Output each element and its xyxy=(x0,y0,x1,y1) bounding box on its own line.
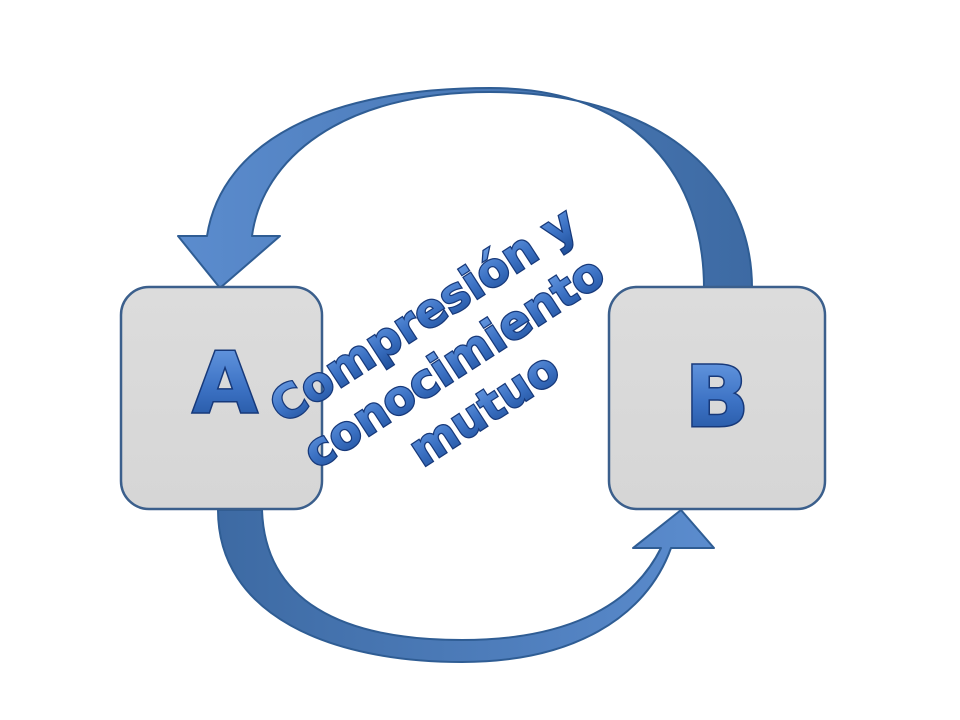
arrow-a-to-b xyxy=(217,509,715,663)
node-a-box xyxy=(119,285,324,511)
node-b-label: B xyxy=(685,348,749,446)
arrow-b-to-a xyxy=(177,87,753,289)
node-a-label: A xyxy=(192,334,257,432)
node-b: B xyxy=(607,285,827,511)
node-b-box xyxy=(607,285,827,511)
node-a: A xyxy=(119,285,324,511)
